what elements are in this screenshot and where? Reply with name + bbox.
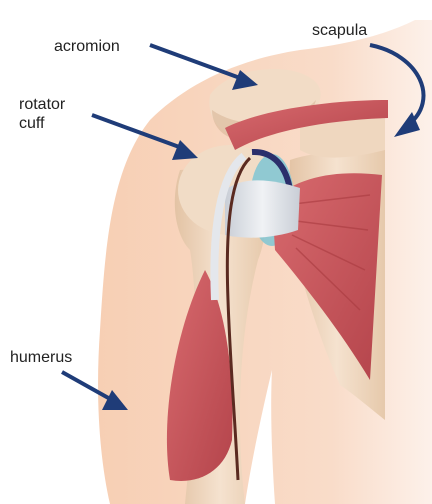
- humerus-label: humerus: [10, 348, 72, 367]
- rotator-cuff-label: rotator cuff: [19, 95, 65, 133]
- acromion-label: acromion: [54, 37, 120, 56]
- scapula-label: scapula: [312, 21, 367, 40]
- rotator-cuff-label-line2: cuff: [19, 114, 65, 133]
- rotator-cuff-label-line1: rotator: [19, 95, 65, 114]
- rotator-cuff-tendon: [225, 180, 300, 237]
